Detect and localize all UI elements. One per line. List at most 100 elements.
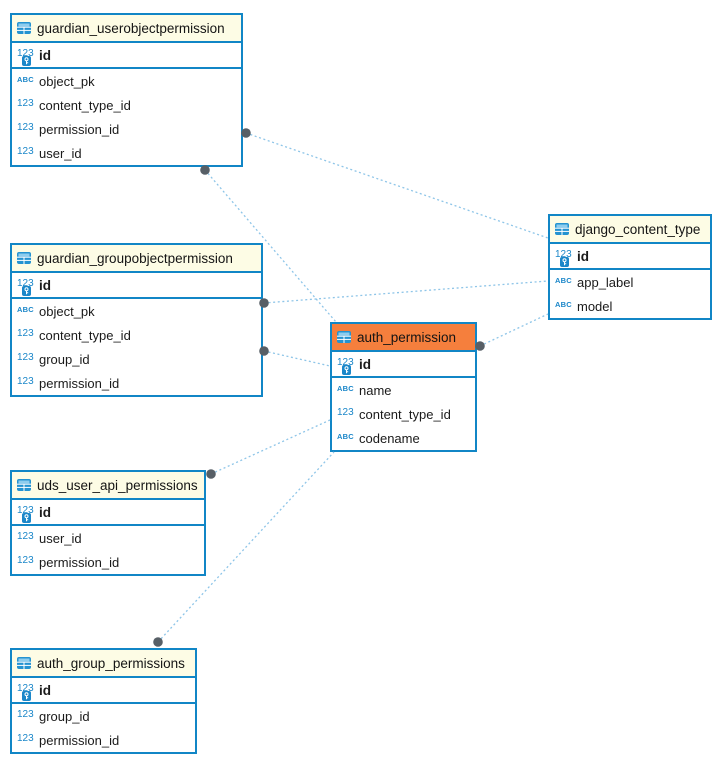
column-row[interactable]: ABC codename	[332, 426, 475, 450]
column-name: group_id	[39, 351, 90, 367]
column-row[interactable]: ABC model	[550, 294, 710, 318]
relation-endpoint-dot[interactable]	[206, 469, 216, 479]
table-header[interactable]: django_content_type	[550, 216, 710, 244]
primary-key-icon: 123	[17, 278, 39, 296]
primary-key-icon: 123	[17, 48, 39, 66]
table-guardian-userobjectpermission[interactable]: guardian_userobjectpermission 123 id ABC…	[10, 13, 243, 167]
primary-key-icon: 123	[17, 505, 39, 523]
column-row[interactable]: 123 user_id	[12, 526, 204, 550]
table-header[interactable]: auth_group_permissions	[12, 650, 195, 678]
relation-line-guardian_groupobjectpermission-to-django_content_type[interactable]	[263, 280, 549, 304]
table-auth-permission[interactable]: auth_permission 123 id ABC name 123 cont…	[330, 322, 477, 452]
column-row-pk[interactable]: 123 id	[12, 500, 204, 526]
table-header[interactable]: uds_user_api_permissions	[12, 472, 204, 500]
relation-line-guardian_groupobjectpermission-to-auth_permission[interactable]	[263, 350, 331, 367]
primary-key-icon: 123	[555, 249, 577, 267]
column-row[interactable]: 123 permission_id	[12, 728, 195, 752]
table-name: guardian_userobjectpermission	[37, 20, 225, 36]
numeric-type-icon: 123	[17, 351, 34, 363]
column-row-pk[interactable]: 123 id	[12, 678, 195, 704]
numeric-type-icon: 123	[17, 530, 34, 542]
column-row[interactable]: ABC object_pk	[12, 299, 261, 323]
key-icon	[21, 690, 31, 701]
table-icon	[17, 252, 31, 264]
column-row[interactable]: ABC app_label	[550, 270, 710, 294]
column-name: id	[577, 248, 589, 264]
table-guardian-groupobjectpermission[interactable]: guardian_groupobjectpermission 123 id AB…	[10, 243, 263, 397]
text-type-icon: ABC	[17, 304, 34, 314]
table-django-content-type[interactable]: django_content_type 123 id ABC app_label…	[548, 214, 712, 320]
table-name: uds_user_api_permissions	[37, 477, 198, 493]
text-type-icon: ABC	[337, 431, 354, 441]
numeric-type-icon: 123	[17, 732, 34, 744]
key-icon	[21, 285, 31, 296]
column-name: group_id	[39, 708, 90, 724]
column-row[interactable]: 123 permission_id	[12, 550, 204, 574]
column-name: content_type_id	[359, 406, 451, 422]
column-row[interactable]: 123 group_id	[12, 704, 195, 728]
column-row[interactable]: 123 user_id	[12, 141, 241, 165]
column-name: id	[39, 682, 51, 698]
column-name: id	[39, 47, 51, 63]
table-name: django_content_type	[575, 221, 701, 237]
column-name: content_type_id	[39, 327, 131, 343]
column-row-pk[interactable]: 123 id	[550, 244, 710, 270]
table-auth-group-permissions[interactable]: auth_group_permissions 123 id 123 group_…	[10, 648, 197, 754]
column-row-pk[interactable]: 123 id	[12, 43, 241, 69]
table-icon	[17, 22, 31, 34]
table-icon	[17, 657, 31, 669]
table-header[interactable]: auth_permission	[332, 324, 475, 352]
column-row[interactable]: ABC object_pk	[12, 69, 241, 93]
numeric-type-icon: 123	[17, 708, 34, 720]
table-header[interactable]: guardian_userobjectpermission	[12, 15, 241, 43]
key-icon	[21, 512, 31, 523]
table-icon	[17, 479, 31, 491]
column-row[interactable]: 123 content_type_id	[12, 323, 261, 347]
column-name: permission_id	[39, 554, 120, 570]
numeric-type-icon: 123	[17, 97, 34, 109]
column-row[interactable]: 123 group_id	[12, 347, 261, 371]
text-type-icon: ABC	[555, 275, 572, 285]
column-name: id	[359, 356, 371, 372]
primary-key-icon: 123	[17, 683, 39, 701]
column-name: user_id	[39, 530, 82, 546]
column-name: model	[577, 298, 613, 314]
column-row[interactable]: ABC name	[332, 378, 475, 402]
numeric-type-icon: 123	[17, 121, 34, 133]
key-icon	[21, 55, 31, 66]
table-icon	[555, 223, 569, 235]
text-type-icon: ABC	[337, 383, 354, 393]
column-name: id	[39, 504, 51, 520]
numeric-type-icon: 123	[17, 554, 34, 566]
relation-line-auth_permission-to-django_content_type[interactable]	[479, 313, 549, 347]
column-row-pk[interactable]: 123 id	[12, 273, 261, 299]
column-name: id	[39, 277, 51, 293]
numeric-type-icon: 123	[17, 145, 34, 157]
column-name: permission_id	[39, 375, 120, 391]
column-name: content_type_id	[39, 97, 131, 113]
column-row[interactable]: 123 content_type_id	[332, 402, 475, 426]
text-type-icon: ABC	[555, 299, 572, 309]
key-icon	[341, 364, 351, 375]
column-name: app_label	[577, 274, 634, 290]
table-name: auth_permission	[357, 329, 457, 345]
text-type-icon: ABC	[17, 74, 34, 84]
relation-line-uds_user_api_permissions-to-auth_permission[interactable]	[210, 419, 331, 475]
column-name: name	[359, 382, 392, 398]
numeric-type-icon: 123	[17, 375, 34, 387]
table-name: guardian_groupobjectpermission	[37, 250, 233, 266]
column-row-pk[interactable]: 123 id	[332, 352, 475, 378]
column-name: object_pk	[39, 73, 95, 89]
column-row[interactable]: 123 permission_id	[12, 371, 261, 395]
column-row[interactable]: 123 permission_id	[12, 117, 241, 141]
column-name: object_pk	[39, 303, 95, 319]
column-row[interactable]: 123 content_type_id	[12, 93, 241, 117]
table-icon	[337, 331, 351, 343]
column-name: permission_id	[39, 732, 120, 748]
relation-line-guardian_userobjectpermission-to-django_content_type[interactable]	[245, 132, 549, 239]
table-uds-user-api-permissions[interactable]: uds_user_api_permissions 123 id 123 user…	[10, 470, 206, 576]
relation-endpoint-dot[interactable]	[153, 637, 163, 647]
table-header[interactable]: guardian_groupobjectpermission	[12, 245, 261, 273]
table-name: auth_group_permissions	[37, 655, 185, 671]
